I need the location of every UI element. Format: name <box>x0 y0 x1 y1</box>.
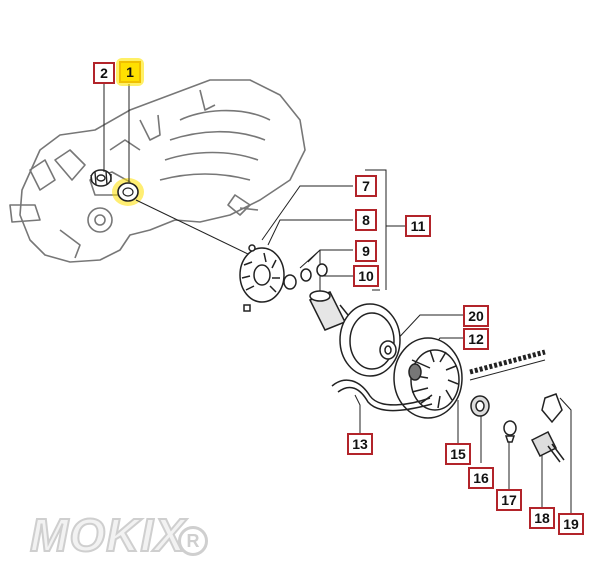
callout-7[interactable]: 7 <box>355 175 377 197</box>
registered-trademark-icon: R <box>178 526 208 556</box>
callout-11[interactable]: 11 <box>405 215 431 237</box>
callout-2[interactable]: 2 <box>93 62 115 84</box>
callout-17[interactable]: 17 <box>496 489 522 511</box>
part-2-gear <box>90 169 112 187</box>
callout-15[interactable]: 15 <box>445 443 471 465</box>
callout-19[interactable]: 19 <box>558 513 584 535</box>
callout-13[interactable]: 13 <box>347 433 373 455</box>
brand-watermark: MOKIX <box>29 508 186 562</box>
part-1-bushing <box>112 178 144 206</box>
leader-lines <box>103 84 572 513</box>
drive-belt <box>331 349 546 412</box>
callout-1[interactable]: 1 <box>119 61 141 83</box>
callout-16[interactable]: 16 <box>468 467 494 489</box>
callout-10[interactable]: 10 <box>353 265 379 287</box>
callout-8[interactable]: 8 <box>355 209 377 231</box>
callout-12[interactable]: 12 <box>463 328 489 350</box>
variator-parts <box>239 244 565 463</box>
callout-20[interactable]: 20 <box>463 305 489 327</box>
callout-18[interactable]: 18 <box>529 507 555 529</box>
callout-9[interactable]: 9 <box>355 240 377 262</box>
crankcase-drawing <box>9 79 306 263</box>
